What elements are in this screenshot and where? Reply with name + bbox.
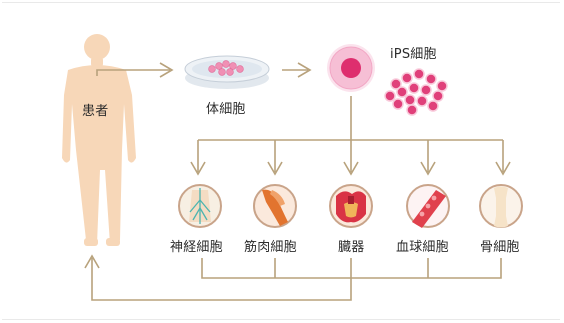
blood-cell-label: 血球細胞 bbox=[396, 240, 449, 255]
organ-icon bbox=[329, 184, 373, 228]
ips-cell-icon bbox=[327, 44, 375, 92]
nerve-cell-label: 神経細胞 bbox=[170, 240, 223, 255]
organ-label: 臓器 bbox=[338, 240, 365, 255]
flow-arrows bbox=[84, 62, 511, 301]
patient-label: 患者 bbox=[82, 104, 109, 119]
nerve-cell-icon bbox=[178, 184, 222, 228]
muscle-cell-label: 筋肉細胞 bbox=[244, 240, 297, 255]
ips-cell-cluster-icon bbox=[384, 68, 448, 116]
human-silhouette-icon bbox=[62, 34, 136, 246]
blood-vessel-icon bbox=[406, 184, 450, 228]
ips-cell-label: iPS細胞 bbox=[390, 47, 437, 62]
bone-cell-label: 骨細胞 bbox=[480, 240, 520, 255]
petri-dish-icon bbox=[184, 55, 270, 89]
bone-icon bbox=[479, 184, 523, 228]
somatic-cell-label: 体細胞 bbox=[206, 102, 246, 117]
muscle-cell-icon bbox=[253, 184, 297, 228]
